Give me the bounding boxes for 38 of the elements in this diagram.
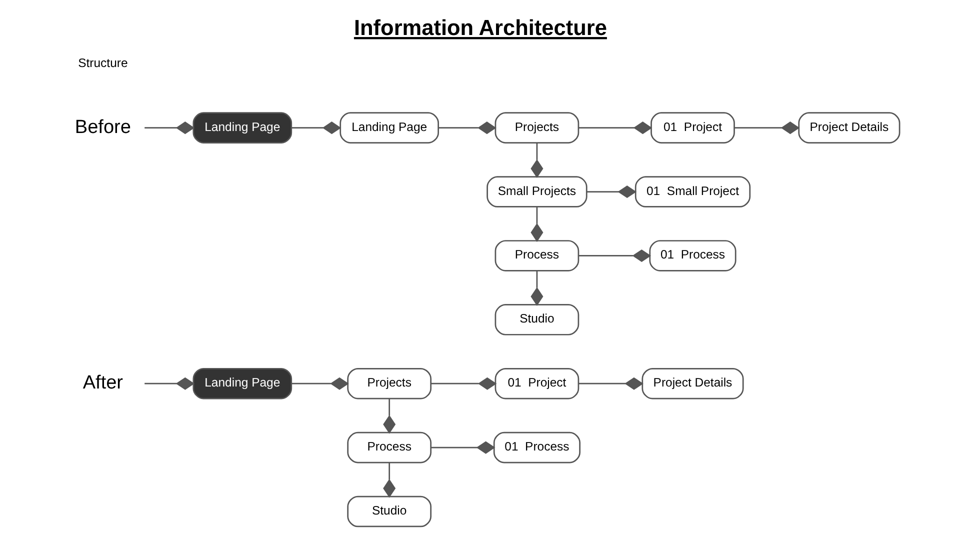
node-box: Landing Page [192,112,292,144]
node-box: 01 Project [650,112,734,144]
node-box: Landing Page [192,368,292,400]
node-box: Small Projects [486,176,587,208]
connector [430,377,496,390]
connector [290,122,341,134]
connector [578,122,652,134]
connector [290,377,348,390]
node-text: After [82,372,123,394]
node-box: Projects [494,112,579,144]
connector [430,441,495,454]
node-box: Studio [494,304,579,336]
node-box: Project Details [641,368,744,400]
connector [144,122,194,134]
node-box: Project Details [798,112,900,144]
label: Structure [78,56,128,70]
connector [530,271,543,306]
connector [578,377,643,390]
node-box: 01 Process [648,240,736,272]
connector [530,143,543,178]
diagram-title: Information Architecture [353,15,606,40]
node-box: Studio [346,496,432,528]
connector [382,462,396,498]
connector [438,122,496,134]
connector [530,207,543,242]
node-text: Before [74,116,130,138]
connector [578,249,651,262]
node-box: Process [494,240,579,272]
connector [382,398,396,434]
connector [586,186,636,198]
node-box: 01 Process [492,432,580,464]
node-box: Process [346,432,432,464]
node-box: Landing Page [339,112,438,144]
connector [734,122,800,134]
connector [144,377,194,390]
node-box: 01 Small Project [634,176,750,208]
node-box: Projects [346,368,432,400]
node-box: 01 Project [494,368,579,400]
